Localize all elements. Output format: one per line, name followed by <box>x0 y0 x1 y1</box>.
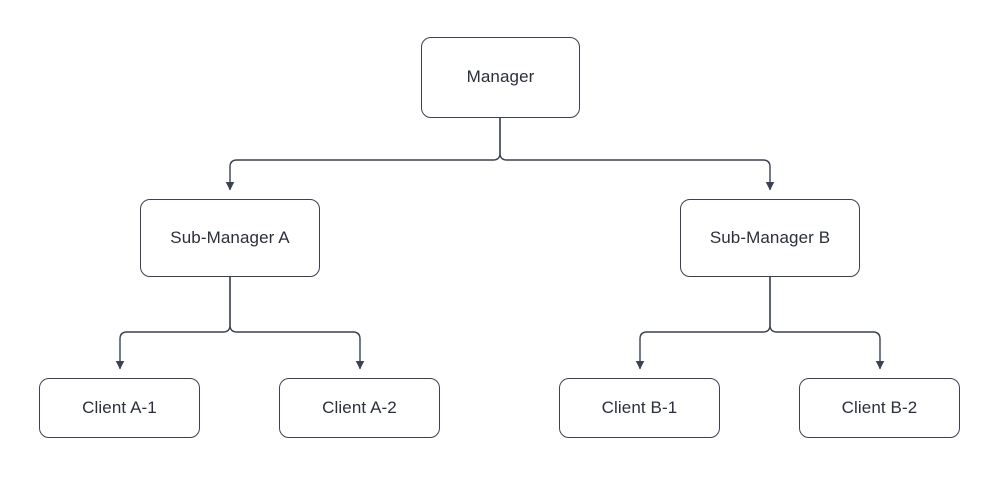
node-label: Sub-Manager B <box>709 227 831 247</box>
node-label: Sub-Manager A <box>170 227 290 247</box>
node-label: Client A-2 <box>322 397 397 417</box>
node-sub-manager-a[interactable]: Sub-Manager A <box>140 199 320 277</box>
edge-manager-sub-a <box>225 118 501 191</box>
node-client-b2[interactable]: Client B-2 <box>799 378 960 438</box>
node-label: Client A-1 <box>82 397 157 417</box>
node-label: Client B-1 <box>601 397 678 417</box>
node-label: Client B-2 <box>841 397 918 417</box>
edge-sub-a-client-a2 <box>229 277 365 370</box>
node-manager[interactable]: Manager <box>421 37 580 118</box>
edge-sub-a-client-a1 <box>115 277 231 370</box>
node-client-a1[interactable]: Client A-1 <box>39 378 200 438</box>
node-sub-manager-b[interactable]: Sub-Manager B <box>680 199 860 277</box>
edge-sub-b-client-b2 <box>769 277 885 370</box>
node-client-b1[interactable]: Client B-1 <box>559 378 720 438</box>
node-label: Manager <box>466 67 535 87</box>
node-client-a2[interactable]: Client A-2 <box>279 378 440 438</box>
edge-sub-b-client-b1 <box>635 277 771 370</box>
edge-manager-sub-b <box>499 118 775 191</box>
